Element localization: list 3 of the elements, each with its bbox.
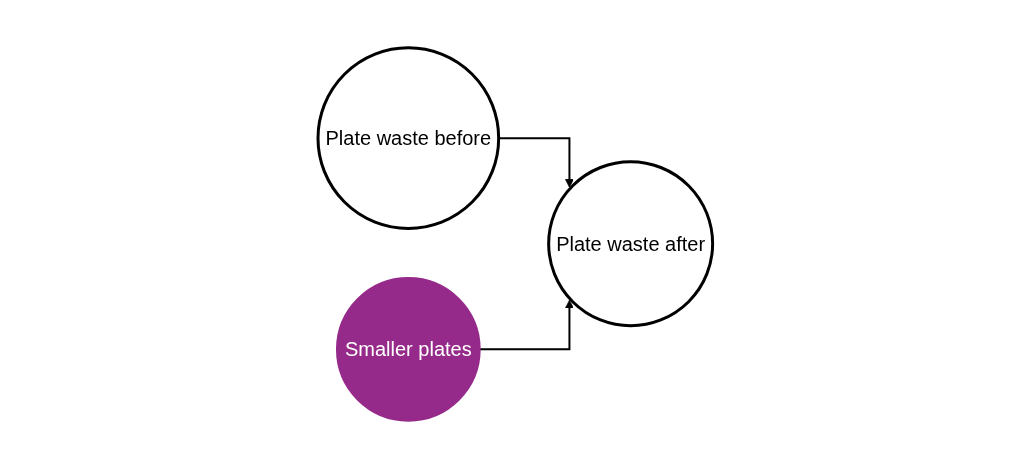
node-circle: Smaller plates xyxy=(335,276,481,422)
node-circle: Plate waste before xyxy=(316,45,500,230)
node-circle: Plate waste after xyxy=(546,159,714,327)
